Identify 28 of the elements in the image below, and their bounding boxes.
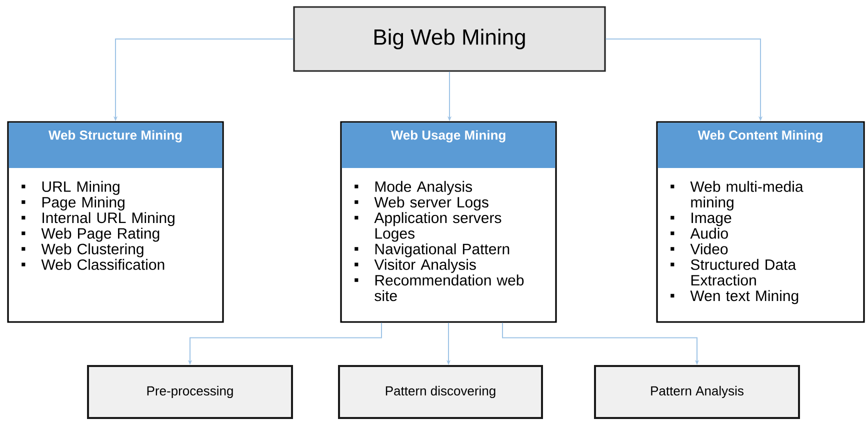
bullet-list: Mode Analysis Web server Logs Application servers Loges Navigational Pattern Visitor Analysis Recommendation web site bbox=[354, 180, 524, 302]
title-box: Big Web Mining bbox=[293, 6, 606, 72]
card-header: Web Content Mining bbox=[658, 122, 864, 168]
node-label: Internal URL Mining bbox=[42, 212, 174, 226]
node-label: Recommendation web site bbox=[374, 274, 524, 302]
process-box: Pre-processing bbox=[87, 365, 293, 419]
node-label: Web Page Rating bbox=[41, 228, 160, 242]
process-box: Pattern Analysis bbox=[594, 365, 800, 419]
node-label: Video bbox=[690, 243, 728, 254]
bullet-list: URL Mining Page Mining Internal URL Mining Web Page Rating Web Clustering Web Classification bbox=[22, 180, 174, 270]
node-label: Structured Data Extraction bbox=[690, 258, 796, 286]
card-header: Web Structure Mining bbox=[8, 122, 222, 168]
node-label: Wen text Mining bbox=[690, 290, 798, 304]
node-label: Page Mining bbox=[42, 196, 124, 210]
node-label: URL Mining bbox=[42, 180, 120, 195]
node-label: Image bbox=[692, 212, 732, 226]
process-box: Pattern discovering bbox=[338, 365, 543, 419]
node-label: Visitor Analysis bbox=[374, 258, 476, 273]
node-label: Navigational Pattern bbox=[375, 243, 510, 258]
node-label: Mode Analysis bbox=[375, 180, 472, 195]
node-label: Audio bbox=[690, 228, 728, 239]
card-header: Web Usage Mining bbox=[342, 122, 556, 168]
node-label: Web Classification bbox=[41, 258, 164, 270]
node-label: Web Clustering bbox=[41, 243, 144, 258]
node-label: Application servers Loges bbox=[374, 212, 502, 242]
bullet-list: Web multi-media mining Image Audio Video Structured Data Extraction Wen text Mining bbox=[670, 180, 804, 304]
node-label: Web multi-media mining bbox=[690, 180, 804, 210]
node-label: Web server Logs bbox=[374, 196, 488, 210]
